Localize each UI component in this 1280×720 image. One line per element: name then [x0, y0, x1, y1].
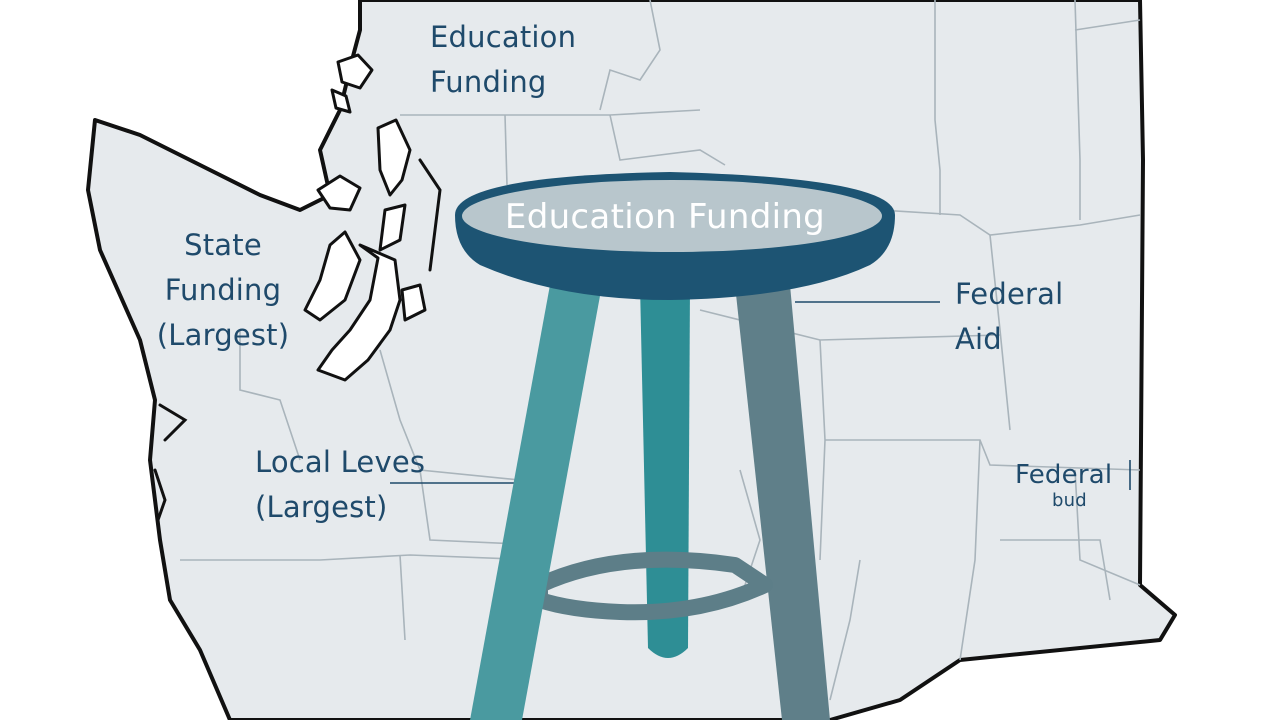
stool-leg-right	[735, 285, 830, 720]
stool-seat-top	[462, 180, 882, 252]
label-federal-small-sub: bud	[1052, 490, 1087, 511]
label-federal-small: Federal	[1015, 460, 1113, 490]
label-state-funding: State Funding (Largest)	[156, 228, 290, 352]
puget-sound-islands	[303, 53, 427, 382]
label-local-levies: Local Leves (Largest)	[255, 445, 426, 524]
leader-lines	[390, 301, 1131, 490]
label-federal-aid: Federal Aid	[955, 277, 1064, 356]
state-map-outline	[86, 0, 1177, 720]
stool	[455, 172, 895, 720]
seat-label: Education Funding	[504, 197, 826, 237]
coastline-inlets	[153, 158, 442, 522]
stool-leg-left	[470, 285, 602, 720]
label-education-funding-top: Education Funding	[430, 20, 577, 99]
county-lines	[180, 0, 1141, 701]
stool-rung	[532, 551, 773, 621]
